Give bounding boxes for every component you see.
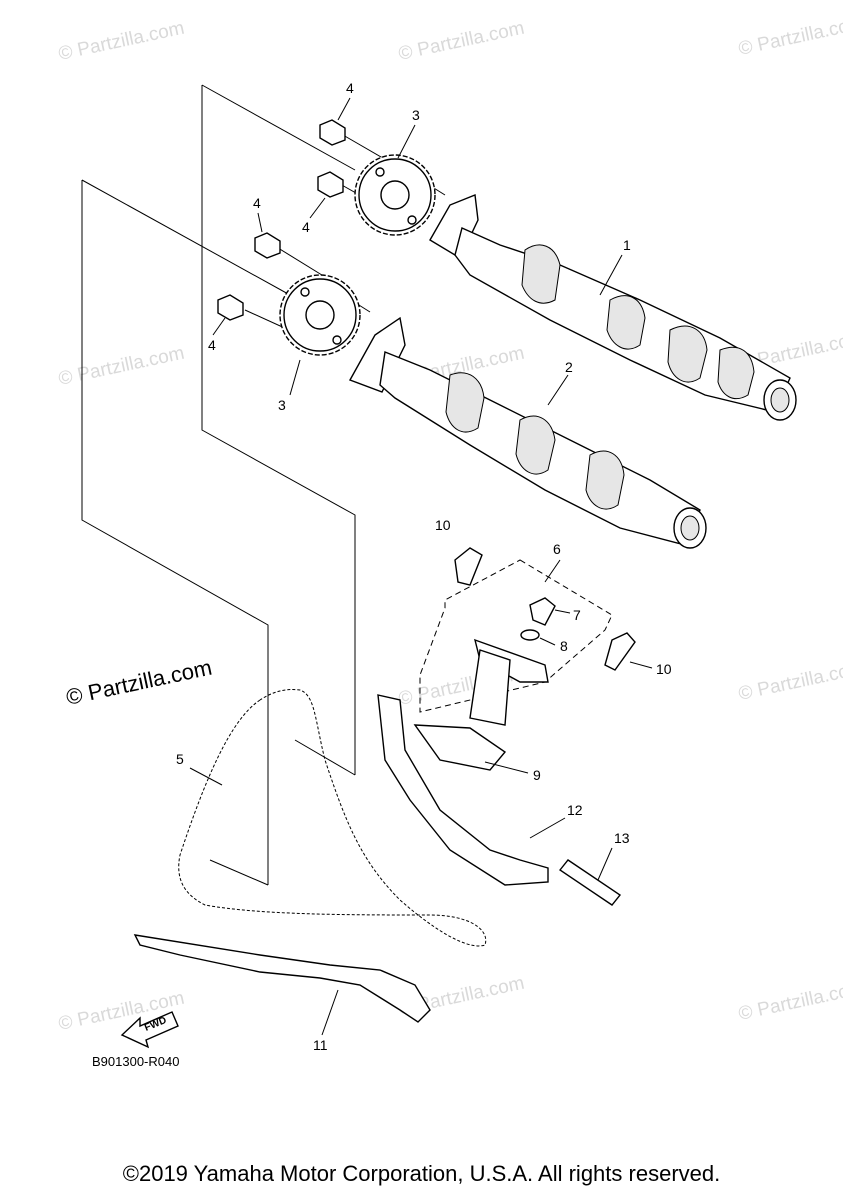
callout-10: 10 [435, 517, 451, 533]
callout-5: 5 [176, 751, 184, 767]
watermark-large: © Partzilla.com [64, 655, 214, 710]
callout-13: 13 [614, 830, 630, 846]
callout-6: 6 [553, 541, 561, 557]
camshaft-sprocket-upper [354, 154, 436, 236]
callout-1: 1 [623, 237, 631, 253]
guide-lines [81, 84, 613, 886]
chain-tensioner [413, 547, 636, 771]
callout-4: 4 [302, 219, 310, 235]
leader-lines [189, 97, 653, 1036]
chain-tensioner-guide [377, 694, 549, 886]
watermark: © Partzilla.com [737, 13, 843, 60]
camshaft-2 [348, 316, 707, 549]
diagram-code: B901300-R040 [92, 1054, 179, 1069]
watermark: © Partzilla.com [57, 343, 187, 390]
callout-10: 10 [656, 661, 672, 677]
sprocket-bolts [217, 119, 346, 321]
callout-9: 9 [533, 767, 541, 783]
callout-12: 12 [567, 802, 583, 818]
callout-4: 4 [253, 195, 261, 211]
callout-2: 2 [565, 359, 573, 375]
chain-guide [133, 934, 431, 1023]
callout-7: 7 [573, 607, 581, 623]
camshaft-1 [429, 194, 797, 421]
watermark: © Partzilla.com [57, 18, 187, 65]
callout-3: 3 [412, 107, 420, 123]
callout-11: 11 [313, 1037, 328, 1053]
callout-4: 4 [346, 80, 354, 96]
camshaft-sprocket-lower [279, 274, 361, 356]
watermark: © Partzilla.com [737, 658, 843, 705]
timing-chain [178, 689, 487, 947]
copyright-notice: ©2019 Yamaha Motor Corporation, U.S.A. A… [122, 1161, 721, 1186]
callout-3: 3 [278, 397, 286, 413]
callouts: 1 2 3 3 4 4 4 4 5 6 7 8 9 10 10 11 12 13 [176, 80, 672, 1053]
callout-8: 8 [560, 638, 568, 654]
guide-pin [558, 859, 622, 906]
watermark: © Partzilla.com [397, 18, 527, 65]
callout-4: 4 [208, 337, 216, 353]
watermark: © Partzilla.com [737, 978, 843, 1025]
